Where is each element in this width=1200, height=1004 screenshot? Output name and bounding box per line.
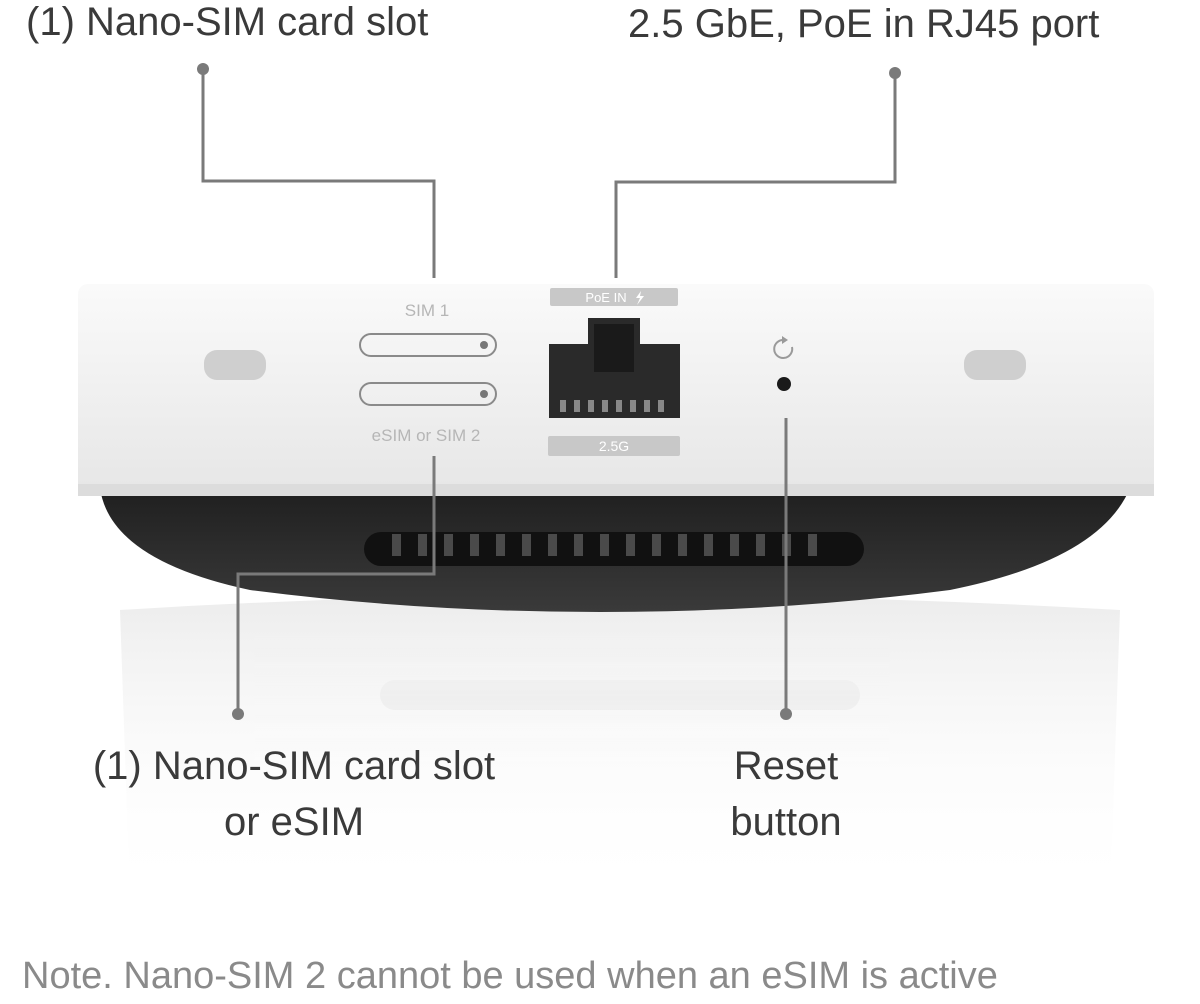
vent-fin	[704, 534, 713, 556]
leader-lines	[201, 69, 897, 714]
callout-sim2-line2: or eSIM	[223, 800, 365, 844]
rj45-pin	[658, 400, 664, 412]
vent-fin	[808, 534, 817, 556]
poe-label-bar	[550, 288, 678, 306]
vent-fin	[756, 534, 765, 556]
rj45-pin	[630, 400, 636, 412]
note-text: Note. Nano-SIM 2 cannot be used when an …	[22, 955, 998, 997]
device-reflection	[120, 595, 1120, 900]
sim2-device-label: eSIM or SIM 2	[372, 426, 481, 445]
vent-grille	[364, 532, 864, 566]
poe-in-label: PoE IN	[585, 290, 626, 305]
vent-fin	[470, 534, 479, 556]
rj45-pin	[588, 400, 594, 412]
callout-sim1-slot: (1) Nano-SIM card slot	[26, 0, 429, 44]
rj45-pin	[574, 400, 580, 412]
lightning-bolt-icon	[636, 291, 644, 305]
rj45-port	[549, 318, 680, 418]
speed-label-bar	[548, 436, 680, 456]
vent-fin	[444, 534, 453, 556]
sim1-device-label: SIM 1	[405, 301, 449, 320]
callout-reset-button: Reset button	[730, 738, 841, 850]
mount-slot-right	[964, 350, 1026, 380]
leader-sim1	[201, 69, 436, 278]
vent-fin	[626, 534, 635, 556]
reset-button-hole	[777, 377, 791, 391]
speed-label: 2.5G	[599, 438, 629, 454]
leader-rj45	[614, 73, 897, 278]
sim2-slot	[359, 382, 497, 406]
callout-rj45-port: 2.5 GbE, PoE in RJ45 port	[628, 2, 1100, 46]
callout-sim2-line1: (1) Nano-SIM card slot	[92, 744, 496, 788]
sim1-slot	[359, 333, 497, 357]
rj45-pin	[560, 400, 566, 412]
vent-fin	[392, 534, 401, 556]
vent-fin	[730, 534, 739, 556]
rj45-pin	[602, 400, 608, 412]
rj45-pin	[644, 400, 650, 412]
vent-fin	[548, 534, 557, 556]
vent-fin	[600, 534, 609, 556]
rj45-pin	[616, 400, 622, 412]
vent-fin	[652, 534, 661, 556]
vent-fin	[418, 534, 427, 556]
vent-fin	[522, 534, 531, 556]
callout-sim2-slot: (1) Nano-SIM card slot or eSIM	[93, 738, 495, 850]
vent-fin	[678, 534, 687, 556]
leader-dots	[197, 63, 901, 720]
callout-reset-line2: button	[730, 800, 842, 844]
leader-sim2	[236, 456, 436, 714]
vent-fin	[496, 534, 505, 556]
vent-fin	[574, 534, 583, 556]
circular-arrow-icon	[773, 338, 794, 359]
callout-reset-line1: Reset	[733, 744, 839, 788]
mount-slot-left	[204, 350, 266, 380]
